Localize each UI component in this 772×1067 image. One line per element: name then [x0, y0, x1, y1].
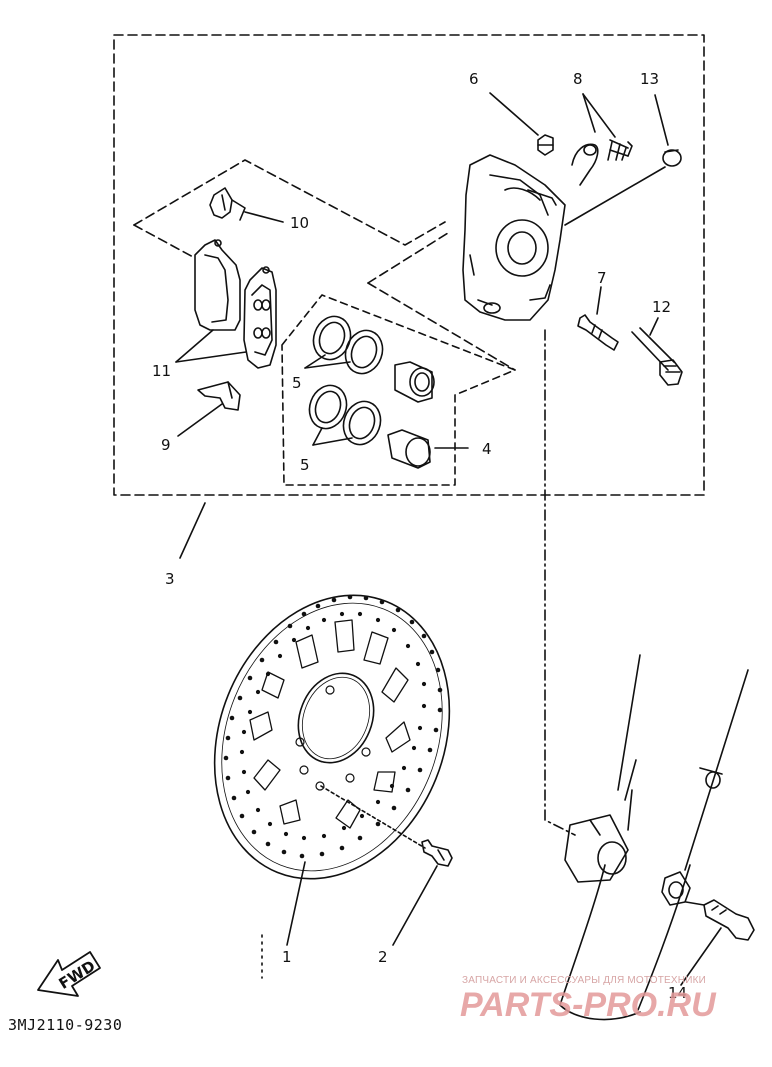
callout-13: 13 — [640, 70, 659, 88]
pad-spring-10 — [209, 187, 246, 221]
callout-4: 4 — [482, 440, 492, 458]
caliper-assembly-box — [113, 34, 705, 496]
callout-11: 11 — [152, 362, 171, 380]
cap-13 — [662, 149, 682, 167]
fwd-label: FWD — [56, 957, 99, 993]
seal-5b — [344, 329, 384, 375]
disc-bolt-2 — [421, 839, 453, 867]
callout-5a: 5 — [292, 374, 302, 392]
bleed-screw-8 — [571, 139, 633, 186]
callout-14: 14 — [668, 984, 687, 1002]
callout-3: 3 — [165, 570, 175, 588]
seal-5a — [312, 315, 352, 361]
seal-5d — [342, 400, 382, 446]
watermark-tagline: ЗАПЧАСТИ И АКСЕССУАРЫ ДЛЯ МОТОТЕХНИКИ — [462, 975, 707, 986]
callout-9: 9 — [161, 436, 171, 454]
brake-disc-1 — [213, 594, 451, 880]
callout-7: 7 — [597, 269, 607, 287]
fwd-arrow-icon — [37, 951, 101, 997]
pad-clip-9 — [197, 381, 241, 411]
front-fork — [559, 654, 749, 1021]
bolt-12 — [631, 327, 683, 386]
pad-group-outline — [133, 159, 446, 246]
callout-2: 2 — [378, 948, 388, 966]
callout-10: 10 — [290, 214, 309, 232]
callout-6: 6 — [469, 70, 479, 88]
caliper-bolt-14 — [703, 899, 755, 941]
drawing-code: 3MJ2110-9230 — [8, 1016, 123, 1034]
bleed-cap-6 — [537, 134, 554, 156]
seal-5c — [308, 384, 348, 430]
callout-1: 1 — [282, 948, 292, 966]
caliper-body — [462, 154, 566, 321]
callout-5b: 5 — [300, 456, 310, 474]
seal-kit-outline — [281, 294, 516, 486]
watermark-brand: PARTS-PRO.RU — [460, 986, 716, 1024]
mounting-chain-line — [544, 329, 576, 836]
brake-pads-11 — [194, 239, 277, 369]
piston-lower — [387, 429, 431, 469]
piston-upper — [394, 361, 435, 403]
callout-12: 12 — [652, 298, 671, 316]
callout-8: 8 — [573, 70, 583, 88]
pin-bolt-7 — [577, 314, 619, 351]
